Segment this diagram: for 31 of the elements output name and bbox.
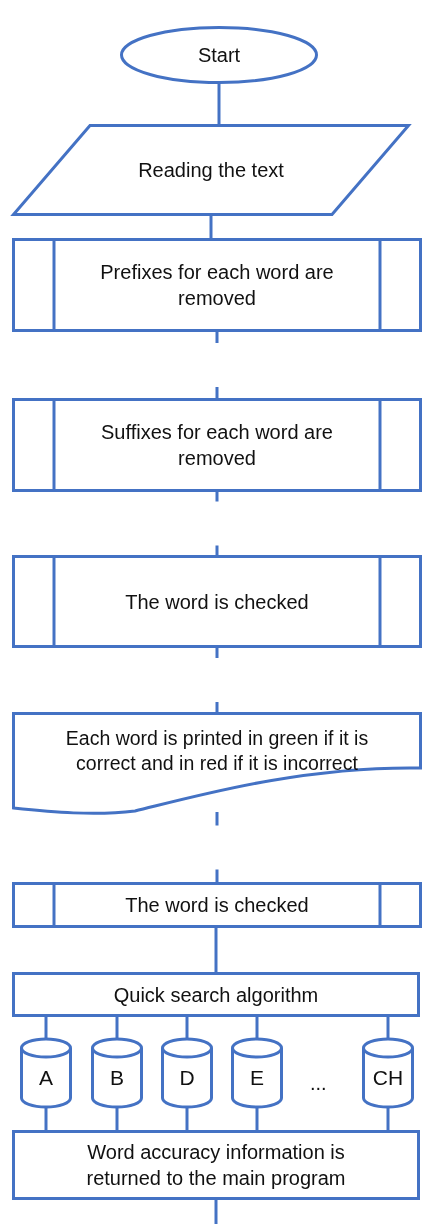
node-text: Suffixes for each word are removed [100,420,334,471]
node-text: Each word is printed in green if it is correct and in red if it is incorrect [64,726,370,777]
node-text: Prefixes for each word are removed [99,260,335,311]
node-text: Reading the text [138,158,284,183]
connector-line [209,215,213,239]
node-text: The word is checked [125,893,309,918]
node-text: E [250,1065,264,1092]
connector-line [185,1016,189,1039]
process-box [12,1130,420,1200]
node-text: CH [372,1065,404,1092]
connector-line [214,927,218,973]
node-text: Quick search algorithm [113,982,319,1008]
node-text: The word is checked [125,589,309,615]
ellipsis-text: ... [310,1072,327,1095]
connector-line [217,83,221,125]
node-text: A [39,1065,53,1092]
connector-line [255,1016,259,1039]
node-text: D [179,1065,195,1092]
process-box [12,972,420,1017]
node-text: B [110,1065,124,1092]
node-text: Word accuracy information is returned to the main program [85,1140,347,1191]
connector-line [386,1016,390,1039]
connector-line [44,1107,48,1131]
connector-line [115,1107,119,1131]
node-text: Start [197,43,241,68]
connector-line [255,1107,259,1131]
connector-line [386,1107,390,1131]
connector-line [214,1199,218,1224]
connector-line [115,1016,119,1039]
connector-line [185,1107,189,1131]
connector-line [44,1016,48,1039]
